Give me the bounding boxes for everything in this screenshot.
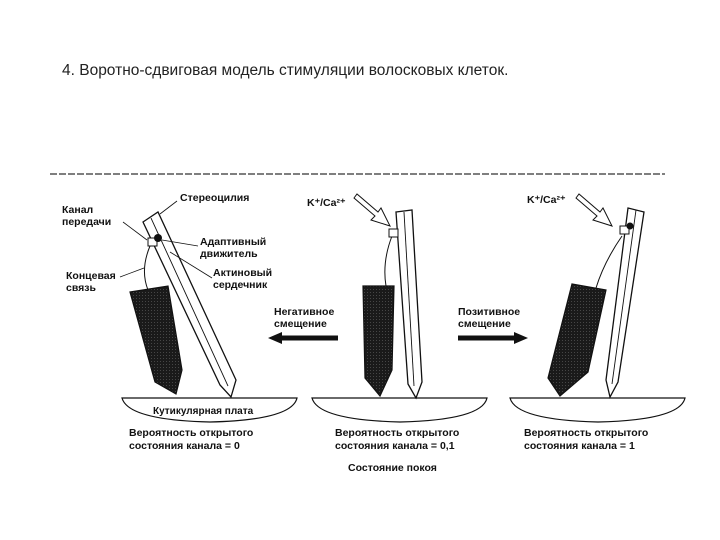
leader-line (119, 267, 145, 278)
label-positive-line1: Позитивное (458, 306, 520, 318)
tip-link (144, 245, 151, 291)
label-cuticular-plate: Кутикулярная плата (153, 406, 254, 417)
actin-core (611, 209, 637, 385)
panel-resting (311, 193, 488, 423)
leader-line (122, 221, 148, 241)
leader-line (159, 200, 178, 215)
panel-2-prob-line2: состояния канала = 0,1 (335, 440, 455, 452)
short-stereocilium (362, 285, 395, 398)
panel-2-prob-line1: Вероятность открытого (335, 427, 459, 439)
tip-link (595, 235, 623, 289)
panel-negative (119, 200, 298, 423)
panel-positive (509, 193, 686, 423)
adaptation-motor (154, 234, 162, 242)
panel-3-prob-line2: состояния канала = 1 (524, 440, 635, 452)
cuticular-plate (121, 397, 298, 423)
label-actin-line2: сердечник (213, 279, 268, 291)
label-resting-state: Состояние покоя (348, 462, 437, 474)
short-stereocilium (547, 283, 607, 397)
transduction-channel (147, 237, 158, 247)
slide-title: 4. Воротно-сдвиговая модель стимуляции в… (62, 62, 509, 79)
transduction-channel (619, 225, 630, 235)
leader-line (169, 251, 213, 279)
label-tiplink-line2: связь (66, 282, 97, 294)
adaptation-motor (626, 222, 634, 230)
label-stereocilia: Стереоцилия (180, 192, 249, 204)
positive-arrow (458, 332, 528, 344)
negative-arrow (268, 332, 338, 344)
panel-1-prob-line2: состояния канала = 0 (129, 440, 240, 452)
tip-link (384, 235, 393, 287)
tall-stereocilium (605, 207, 645, 399)
label-motor-line1: Адаптивный (200, 236, 266, 248)
label-ion-1: K⁺/Ca²⁺ (307, 197, 346, 209)
panel-1-prob-line1: Вероятность открытого (129, 427, 253, 439)
cuticular-plate (311, 397, 488, 423)
label-channel-line1: Канал (62, 204, 93, 216)
label-ion-2: K⁺/Ca²⁺ (527, 194, 566, 206)
label-negative-line1: Негативное (274, 306, 334, 318)
cuticular-plate (509, 397, 686, 423)
label-negative-line2: смещение (274, 318, 327, 330)
label-channel-line2: передачи (62, 216, 111, 228)
transduction-channel (388, 228, 399, 238)
panel-3-prob-line1: Вероятность открытого (524, 427, 648, 439)
actin-core (403, 211, 415, 387)
ion-arrow (353, 193, 391, 227)
ion-arrow (575, 193, 613, 227)
actin-core (150, 217, 229, 387)
tall-stereocilium (142, 211, 237, 399)
label-actin-line1: Актиновый (213, 267, 272, 279)
label-tiplink-line1: Концевая (66, 270, 116, 282)
leader-line (161, 239, 199, 247)
label-positive-line2: смещение (458, 318, 511, 330)
short-stereocilium (129, 285, 183, 395)
label-motor-line2: движитель (200, 248, 258, 260)
